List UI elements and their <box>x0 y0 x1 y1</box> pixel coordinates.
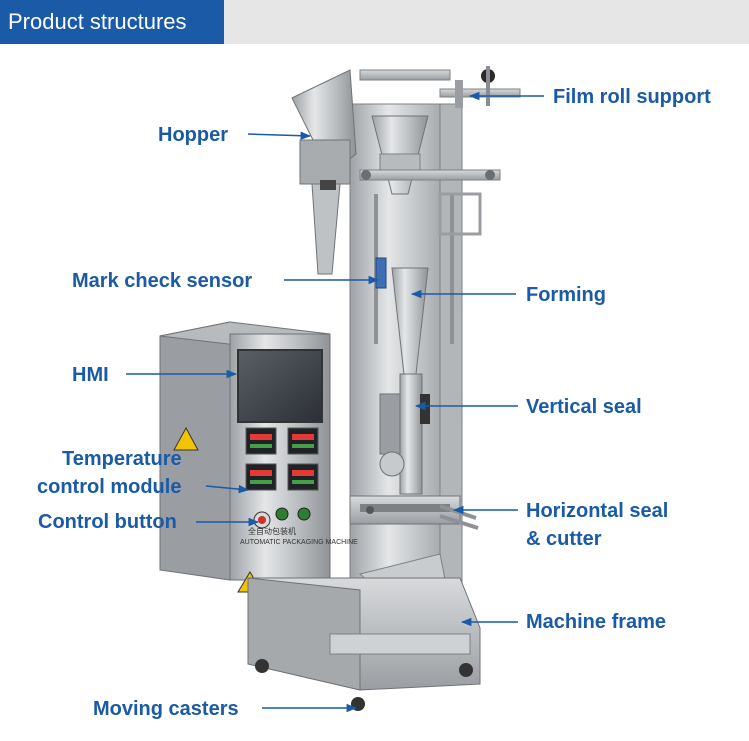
caster-2 <box>351 697 365 711</box>
label-vertical-seal: Vertical seal <box>526 396 642 418</box>
label-temperature-line2: control module <box>37 476 181 498</box>
label-hopper: Hopper <box>158 124 228 146</box>
callout-lines <box>126 91 544 713</box>
label-horizontal-seal-line1: Horizontal seal <box>526 500 668 522</box>
control-cabinet: AUTOMATIC PACKAGING MACHINE 全自动包装机 <box>159 321 358 593</box>
label-machine-frame: Machine frame <box>526 611 666 633</box>
label-forming: Forming <box>526 284 606 306</box>
horizontal-seal-unit <box>349 495 479 530</box>
label-control-button: Control button <box>38 511 177 533</box>
label-hmi: HMI <box>72 364 109 386</box>
label-film-roll-support: Film roll support <box>553 86 711 108</box>
dosing-funnel <box>359 115 501 195</box>
panel-caption-en: AUTOMATIC PACKAGING MACHINE <box>240 539 358 546</box>
section-title: Product structures <box>0 0 224 44</box>
hmi-screen <box>237 349 323 423</box>
label-temperature-line1: Temperature <box>62 448 182 470</box>
label-moving-casters: Moving casters <box>93 698 239 720</box>
label-horizontal-seal-line2: & cutter <box>526 528 602 550</box>
film-roll-support <box>359 66 521 108</box>
mark-sensor-unit <box>375 257 387 289</box>
hopper <box>291 69 357 275</box>
caster-3 <box>459 663 473 677</box>
machine-diagram: AUTOMATIC PACKAGING MACHINE 全自动包装机 Film … <box>37 66 711 720</box>
machine-base <box>247 577 481 711</box>
callout-labels: Film roll support Hopper Mark check sens… <box>37 86 711 720</box>
panel-caption-cn: 全自动包装机 <box>248 526 296 536</box>
machine-illustration: AUTOMATIC PACKAGING MACHINE 全自动包装机 <box>159 66 521 711</box>
temperature-controllers <box>245 427 319 491</box>
caster-1 <box>255 659 269 673</box>
label-mark-check-sensor: Mark check sensor <box>72 270 252 292</box>
